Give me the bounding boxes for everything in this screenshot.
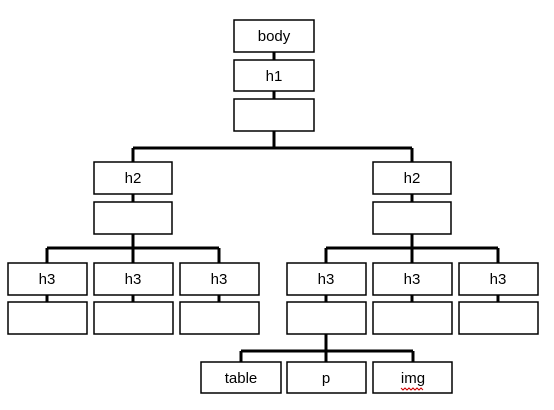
tree-labels: body h1 h2 h2 h3 h3 h3 h3 h3 h3 table p … <box>39 28 507 387</box>
node-h1-content-box <box>233 98 315 132</box>
label-h2-right: h2 <box>404 170 421 187</box>
node-h3-r3-box <box>458 262 539 296</box>
label-p: p <box>322 370 330 387</box>
node-body-box <box>233 19 315 53</box>
label-h3-l3: h3 <box>211 271 228 288</box>
node-h3-l2-content-box <box>93 301 174 335</box>
node-h3-l3-content-box <box>179 301 260 335</box>
node-table-box <box>200 361 282 394</box>
node-h1-box <box>233 59 315 92</box>
spellcheck-underline-icon <box>400 387 424 391</box>
tree-connectors <box>45 52 500 362</box>
node-h3-r1-content-box <box>286 301 367 335</box>
tree-nodes <box>7 19 539 394</box>
label-body: body <box>258 28 291 45</box>
label-img: img <box>401 370 425 387</box>
label-h3-r2: h3 <box>404 271 421 288</box>
label-h1: h1 <box>266 68 283 85</box>
node-h3-r2-box <box>372 262 453 296</box>
node-h3-l3-box <box>179 262 260 296</box>
node-h2-left-content-box <box>93 201 173 235</box>
node-h2-right-content-box <box>372 201 452 235</box>
node-h2-left-box <box>93 161 173 195</box>
node-h3-l2-box <box>93 262 174 296</box>
label-h2-left: h2 <box>125 170 142 187</box>
label-table: table <box>225 370 258 387</box>
node-h3-r2-content-box <box>372 301 453 335</box>
label-h3-l2: h3 <box>125 271 142 288</box>
label-h3-r1: h3 <box>318 271 335 288</box>
label-h3-l1: h3 <box>39 271 56 288</box>
node-h3-r3-content-box <box>458 301 539 335</box>
node-h2-right-box <box>372 161 452 195</box>
label-h3-r3: h3 <box>490 271 507 288</box>
node-h3-l1-box <box>7 262 88 296</box>
node-h3-r1-box <box>286 262 367 296</box>
node-p-box <box>286 361 367 394</box>
node-h3-l1-content-box <box>7 301 88 335</box>
